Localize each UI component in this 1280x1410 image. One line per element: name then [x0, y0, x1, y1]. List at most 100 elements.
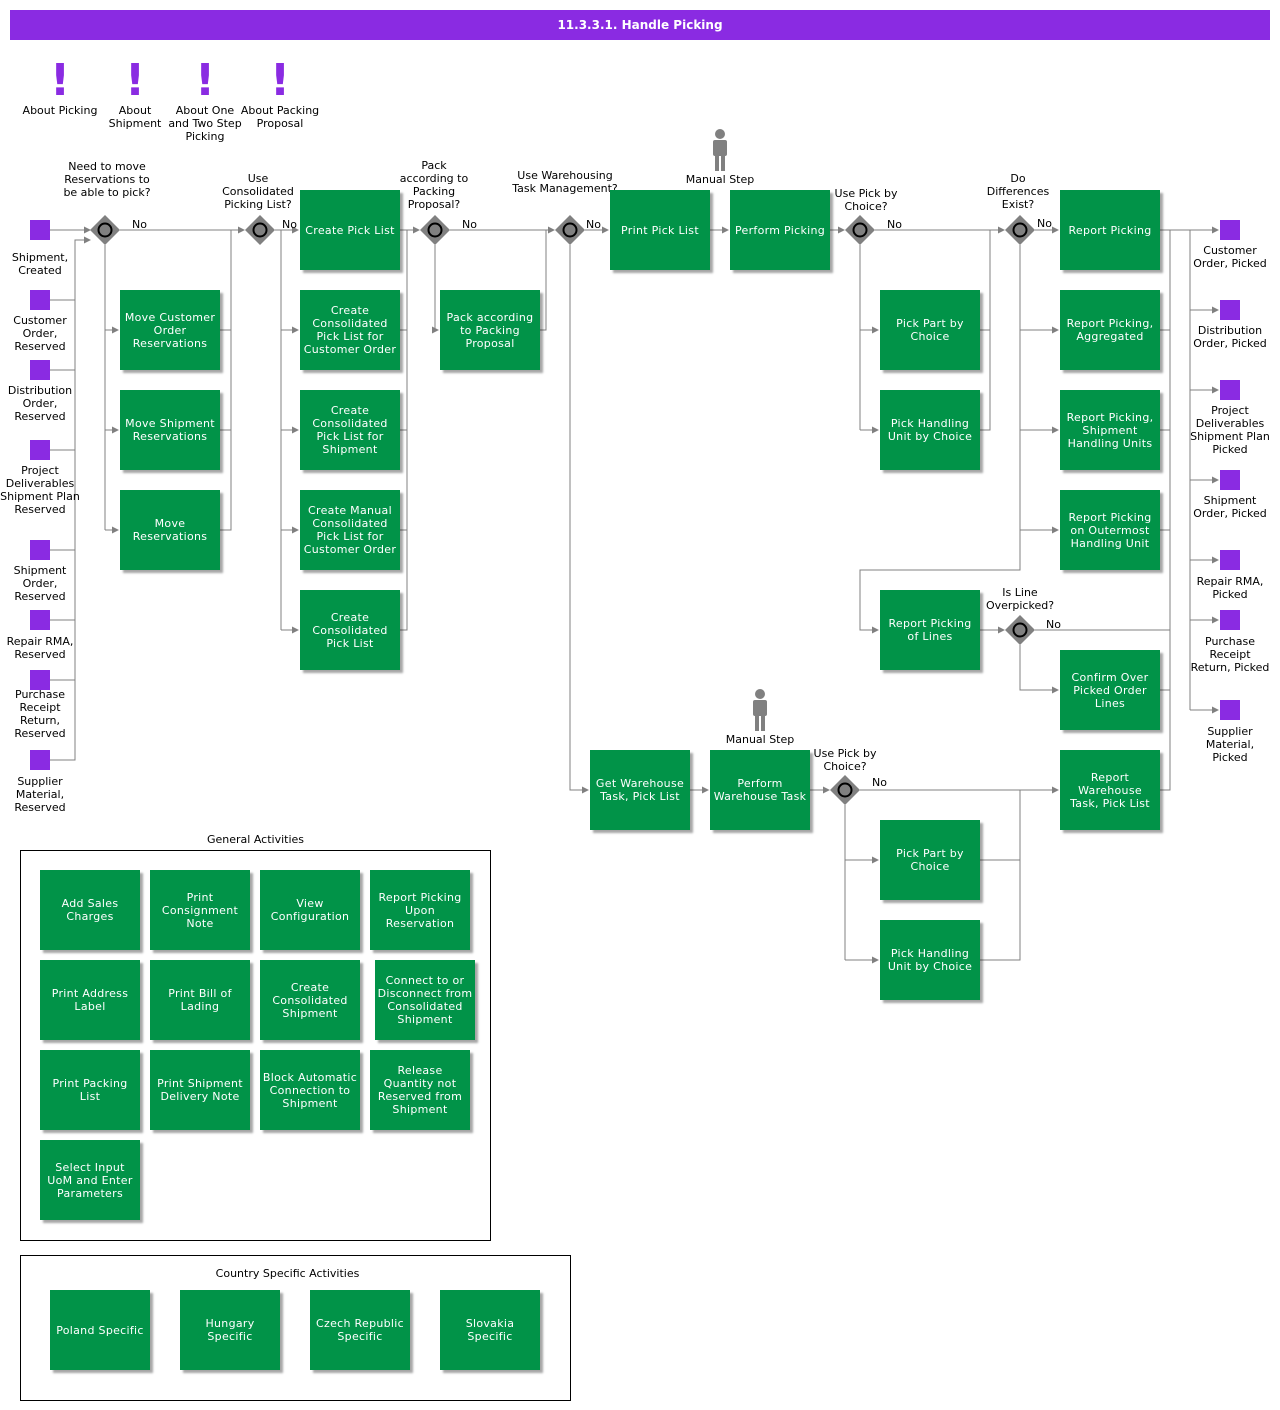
end-event-customer-order-picked	[1220, 220, 1240, 240]
activity-pick-handling-unit-by-choice[interactable]: Pick Handling Unit by Choice	[880, 390, 980, 470]
general-activity[interactable]: Print Shipment Delivery Note	[150, 1050, 250, 1130]
activity-pick-part-by-choice[interactable]: Pick Part by Choice	[880, 290, 980, 370]
general-activity[interactable]: Print Packing List	[40, 1050, 140, 1130]
gateway-differences	[1005, 215, 1035, 245]
activity-get-warehouse-task[interactable]: Get Warehouse Task, Pick List	[590, 750, 690, 830]
start-event-label: Shipment Order, Reserved	[13, 564, 67, 603]
start-event-purchase-receipt-return	[30, 670, 50, 690]
activity-report-picking-aggregated[interactable]: Report Picking, Aggregated	[1060, 290, 1160, 370]
exclamation-icon: !	[269, 55, 291, 106]
exclamation-icon: !	[194, 55, 216, 106]
gateway-pick-by-choice-warehouse	[830, 775, 860, 805]
about-label: About One and Two Step Picking	[168, 104, 242, 143]
activity-manual-cons-pick-list[interactable]: Create Manual Consolidated Pick List for…	[300, 490, 400, 570]
about-label: About Picking	[22, 104, 98, 117]
gateway-pack	[420, 215, 450, 245]
gateway-warehousing	[555, 215, 585, 245]
general-activity[interactable]: Print Address Label	[40, 960, 140, 1040]
start-event-label: Customer Order, Reserved	[13, 314, 67, 353]
gateway-consolidated	[245, 215, 275, 245]
activity-pick-handling-unit-by-choice-warehouse[interactable]: Pick Handling Unit by Choice	[880, 920, 980, 1000]
activity-perform-picking[interactable]: Perform Picking	[730, 190, 830, 270]
activity-report-warehouse-task[interactable]: Report Warehouse Task, Pick List	[1060, 750, 1160, 830]
country-activity-czech-republic[interactable]: Czech Republic Specific	[310, 1290, 410, 1370]
gateway-label: Use Pick by Choice?	[813, 747, 877, 773]
start-event-customer-order	[30, 290, 50, 310]
country-activity-poland[interactable]: Poland Specific	[50, 1290, 150, 1370]
activity-report-picking-of-lines[interactable]: Report Picking of Lines	[880, 590, 980, 670]
country-activity-hungary[interactable]: Hungary Specific	[180, 1290, 280, 1370]
country-activity-slovakia[interactable]: Slovakia Specific	[440, 1290, 540, 1370]
start-event-shipment-order	[30, 540, 50, 560]
flow-label-no: No	[872, 776, 887, 789]
end-event-label: Repair RMA, Picked	[1196, 575, 1264, 601]
about-picking-link[interactable]: ! About Picking	[20, 55, 100, 118]
end-event-purchase-receipt-return-picked	[1220, 610, 1240, 630]
country-activities-group	[20, 1255, 571, 1401]
general-activity[interactable]: Block Automatic Connection to Shipment	[260, 1050, 360, 1130]
end-event-label: Shipment Order, Picked	[1193, 494, 1267, 520]
activity-move-customer-order-reservations[interactable]: Move Customer Order Reservations	[120, 290, 220, 370]
end-event-label: Supplier Material, Picked	[1205, 725, 1255, 764]
end-event-project-deliverables-picked	[1220, 380, 1240, 400]
end-event-distribution-order-picked	[1220, 300, 1240, 320]
general-activities-title: General Activities	[206, 833, 305, 846]
about-label: About Shipment	[108, 104, 162, 130]
about-shipment-link[interactable]: ! About Shipment	[95, 55, 175, 131]
gateway-label: Do Differences Exist?	[986, 172, 1050, 211]
activity-move-reservations[interactable]: Move Reservations	[120, 490, 220, 570]
flow-label-no: No	[282, 218, 297, 231]
diagram-title: 11.3.3.1. Handle Picking	[10, 10, 1270, 40]
activity-report-picking-shipment-hu[interactable]: Report Picking, Shipment Handling Units	[1060, 390, 1160, 470]
end-event-repair-rma-picked	[1220, 550, 1240, 570]
gateway-move-reservations	[90, 215, 120, 245]
general-activity[interactable]: Create Consolidated Shipment	[260, 960, 360, 1040]
country-activities-title: Country Specific Activities	[215, 1267, 360, 1280]
gateway-label: Use Pick by Choice?	[834, 187, 898, 213]
activity-pick-part-by-choice-warehouse[interactable]: Pick Part by Choice	[880, 820, 980, 900]
activity-report-picking[interactable]: Report Picking	[1060, 190, 1160, 270]
general-activities-group	[20, 850, 491, 1241]
start-event-supplier-material	[30, 750, 50, 770]
start-event-label: Project Deliverables Shipment Plan Reser…	[0, 464, 80, 516]
general-activity[interactable]: Connect to or Disconnect from Consolidat…	[375, 960, 475, 1040]
exclamation-icon: !	[124, 55, 146, 106]
activity-perform-warehouse-task[interactable]: Perform Warehouse Task	[710, 750, 810, 830]
general-activity[interactable]: Release Quantity not Reserved from Shipm…	[370, 1050, 470, 1130]
activity-print-pick-list[interactable]: Print Pick List	[610, 190, 710, 270]
flow-label-no: No	[586, 218, 601, 231]
activity-move-shipment-reservations[interactable]: Move Shipment Reservations	[120, 390, 220, 470]
general-activity[interactable]: Select Input UoM and Enter Parameters	[40, 1140, 140, 1220]
general-activity[interactable]: Print Bill of Lading	[150, 960, 250, 1040]
gateway-overpicked	[1005, 615, 1035, 645]
activity-cons-pick-list-shipment[interactable]: Create Consolidated Pick List for Shipme…	[300, 390, 400, 470]
general-activity[interactable]: View Configuration	[260, 870, 360, 950]
start-event-project-deliverables	[30, 440, 50, 460]
general-activity[interactable]: Report Picking Upon Reservation	[370, 870, 470, 950]
end-event-label: Distribution Order, Picked	[1193, 324, 1267, 350]
person-icon	[753, 689, 767, 731]
start-event-label: Purchase Receipt Return, Reserved	[14, 688, 66, 740]
about-one-two-step-picking-link[interactable]: ! About One and Two Step Picking	[165, 55, 245, 144]
activity-confirm-over-picked-lines[interactable]: Confirm Over Picked Order Lines	[1060, 650, 1160, 730]
activity-pack-according-to-proposal[interactable]: Pack according to Packing Proposal	[440, 290, 540, 370]
flow-label-no: No	[1037, 217, 1052, 230]
general-activity[interactable]: Add Sales Charges	[40, 870, 140, 950]
activity-report-picking-outermost-hu[interactable]: Report Picking on Outermost Handling Uni…	[1060, 490, 1160, 570]
flow-label-no: No	[132, 218, 147, 231]
about-label: About Packing Proposal	[240, 104, 320, 130]
end-event-label: Purchase Receipt Return, Picked	[1190, 635, 1270, 674]
activity-create-pick-list[interactable]: Create Pick List	[300, 190, 400, 270]
start-event-label: Supplier Material, Reserved	[14, 775, 66, 814]
flow-label-no: No	[887, 218, 902, 231]
about-packing-proposal-link[interactable]: ! About Packing Proposal	[240, 55, 320, 131]
activity-create-cons-pick-list[interactable]: Create Consolidated Pick List	[300, 590, 400, 670]
exclamation-icon: !	[49, 55, 71, 106]
start-event-repair-rma	[30, 610, 50, 630]
gateway-label: Need to move Reservations to be able to …	[63, 160, 151, 199]
end-event-label: Project Deliverables Shipment Plan Picke…	[1190, 404, 1270, 456]
end-event-label: Customer Order, Picked	[1193, 244, 1267, 270]
activity-cons-pick-list-customer-order[interactable]: Create Consolidated Pick List for Custom…	[300, 290, 400, 370]
general-activity[interactable]: Print Consignment Note	[150, 870, 250, 950]
